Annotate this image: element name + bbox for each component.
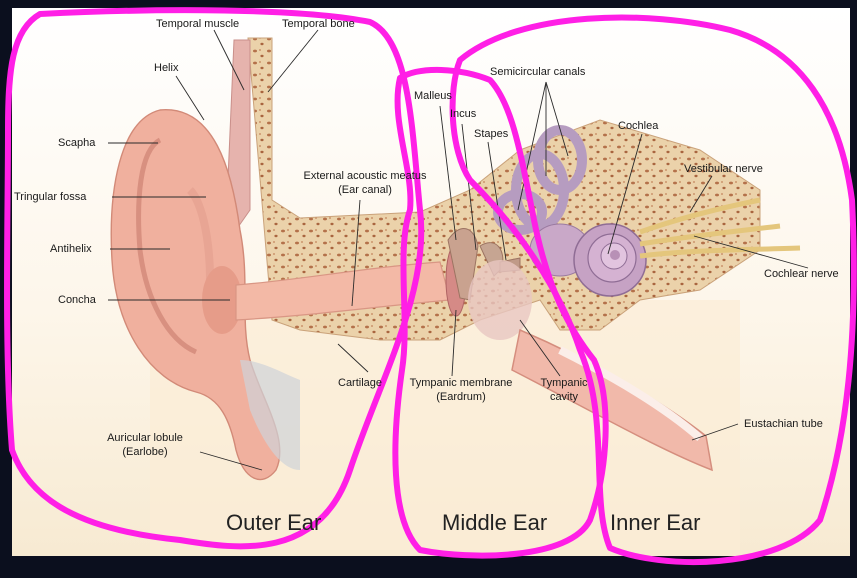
label-malleus: Malleus bbox=[414, 90, 452, 103]
region-title-inner-ear: Inner Ear bbox=[610, 510, 701, 536]
region-title-outer-ear: Outer Ear bbox=[226, 510, 321, 536]
label-vestibular-nerve: Vestibular nerve bbox=[684, 163, 763, 176]
region-title-middle-ear: Middle Ear bbox=[442, 510, 547, 536]
label-tympanic-cavity: Tympanic bbox=[534, 377, 594, 390]
label-eustachian-tube: Eustachian tube bbox=[744, 418, 823, 431]
label-cochlea: Cochlea bbox=[618, 120, 658, 133]
label-external-meatus: External acoustic meatus bbox=[290, 170, 440, 183]
label-eardrum: (Eardrum) bbox=[396, 391, 526, 404]
cochlea-spiral bbox=[574, 224, 646, 296]
label-scapha: Scapha bbox=[58, 137, 95, 150]
label-temporal-bone: Temporal bone bbox=[282, 18, 355, 31]
label-cavity: cavity bbox=[534, 391, 594, 404]
label-stapes: Stapes bbox=[474, 128, 508, 141]
label-concha: Concha bbox=[58, 294, 96, 307]
label-helix: Helix bbox=[154, 62, 178, 75]
label-auricular-lobule: Auricular lobule bbox=[90, 432, 200, 445]
label-incus: Incus bbox=[450, 108, 476, 121]
label-temporal-muscle: Temporal muscle bbox=[156, 18, 239, 31]
label-triangular-fossa: Tringular fossa bbox=[14, 191, 86, 204]
label-ear-canal: (Ear canal) bbox=[290, 184, 440, 197]
label-tympanic-membrane: Tympanic membrane bbox=[396, 377, 526, 390]
label-earlobe: (Earlobe) bbox=[90, 446, 200, 459]
tympanic-cavity bbox=[468, 260, 532, 340]
label-cartilage: Cartilage bbox=[338, 377, 382, 390]
label-antihelix: Antihelix bbox=[50, 243, 92, 256]
label-semicircular-canals: Semicircular canals bbox=[490, 66, 585, 79]
label-cochlear-nerve: Cochlear nerve bbox=[764, 268, 839, 281]
